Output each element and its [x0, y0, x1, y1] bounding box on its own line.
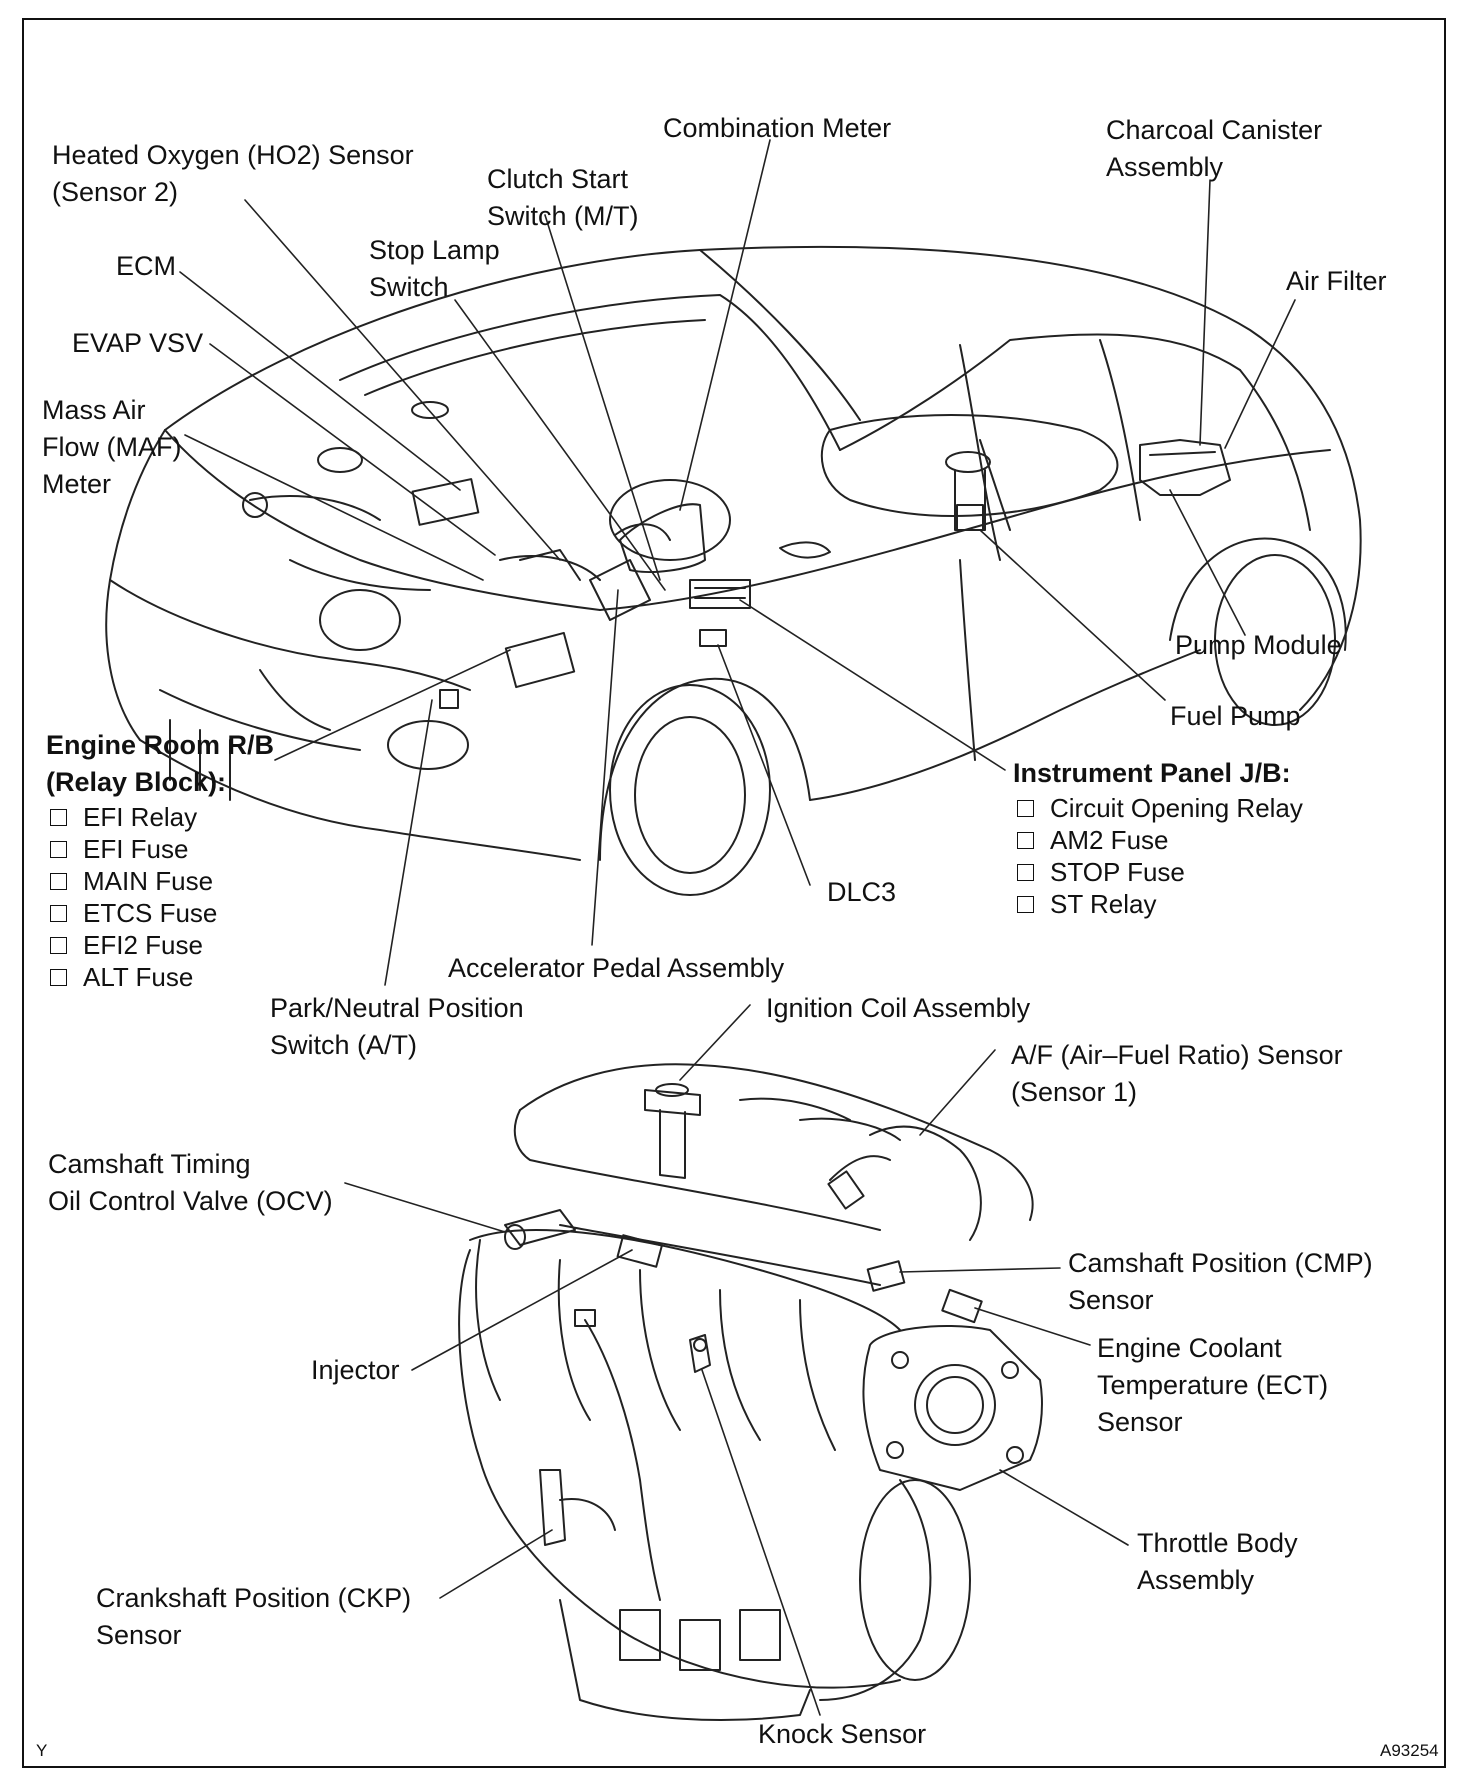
- label-injector: Injector: [311, 1355, 400, 1385]
- engine-room-rb-list: EFI Relay EFI Fuse MAIN Fuse ETCS Fuse E…: [46, 801, 274, 993]
- label-maf-meter: Mass Air Flow (MAF) Meter: [42, 392, 181, 503]
- engine-room-rb-title: Engine Room R/B: [46, 730, 274, 760]
- label-line: Assembly: [1137, 1565, 1255, 1595]
- checkbox-icon: [1017, 799, 1034, 817]
- checkbox-icon: [50, 808, 67, 826]
- label-line: Camshaft Timing: [48, 1149, 251, 1179]
- label-line: Clutch Start: [487, 164, 629, 194]
- leader-lines: [179, 139, 1296, 1716]
- label-line: (Sensor 2): [52, 177, 179, 207]
- label-knock-sensor: Knock Sensor: [758, 1719, 927, 1749]
- label-line: Sensor: [1097, 1407, 1183, 1437]
- checkbox-icon: [50, 968, 67, 986]
- label-air-filter: Air Filter: [1286, 266, 1387, 296]
- instrument-panel-jb-block: Instrument Panel J/B: Circuit Opening Re…: [1013, 755, 1303, 920]
- figure-id: A93254: [1380, 1741, 1439, 1760]
- list-item: EFI Fuse: [46, 833, 274, 865]
- list-item: EFI2 Fuse: [46, 929, 274, 961]
- item-label: Circuit Opening Relay: [1050, 792, 1303, 823]
- checkbox-icon: [50, 840, 67, 858]
- label-combination-meter: Combination Meter: [663, 113, 892, 143]
- engine-room-rb-subtitle: (Relay Block):: [46, 767, 227, 797]
- label-accelerator-pedal: Accelerator Pedal Assembly: [448, 953, 785, 983]
- item-label: EFI2 Fuse: [83, 929, 203, 960]
- label-line: Switch (A/T): [270, 1030, 418, 1060]
- item-label: AM2 Fuse: [1050, 824, 1169, 855]
- list-item: STOP Fuse: [1013, 856, 1303, 888]
- label-af-sensor: A/F (Air–Fuel Ratio) Sensor (Sensor 1): [1011, 1037, 1343, 1111]
- label-dlc3: DLC3: [827, 877, 897, 907]
- label-line: Temperature (ECT): [1097, 1370, 1329, 1400]
- list-item: ST Relay: [1013, 888, 1303, 920]
- label-line: Switch: [369, 272, 449, 302]
- label-line: (Sensor 1): [1011, 1077, 1138, 1107]
- label-line: A/F (Air–Fuel Ratio) Sensor: [1011, 1040, 1343, 1070]
- checkbox-icon: [50, 904, 67, 922]
- item-label: EFI Fuse: [83, 833, 189, 864]
- label-ignition-coil: Ignition Coil Assembly: [766, 993, 1031, 1023]
- label-line: Flow (MAF): [42, 432, 182, 462]
- label-line: Oil Control Valve (OCV): [48, 1186, 333, 1216]
- label-line: Assembly: [1106, 152, 1224, 182]
- label-line: Camshaft Position (CMP): [1068, 1248, 1373, 1278]
- label-line: Throttle Body: [1137, 1528, 1298, 1558]
- engine-room-rb-block: Engine Room R/B (Relay Block): EFI Relay…: [46, 727, 274, 993]
- item-label: EFI Relay: [83, 801, 198, 832]
- checkbox-icon: [50, 936, 67, 954]
- label-line: Sensor: [96, 1620, 182, 1650]
- car-drawing: [105, 245, 1362, 896]
- item-label: STOP Fuse: [1050, 856, 1185, 887]
- list-item: MAIN Fuse: [46, 865, 274, 897]
- checkbox-icon: [1017, 895, 1034, 913]
- label-charcoal-canister: Charcoal Canister Assembly: [1106, 112, 1322, 186]
- label-line: Park/Neutral Position: [270, 993, 524, 1023]
- item-label: ALT Fuse: [83, 961, 194, 992]
- label-line: Crankshaft Position (CKP): [96, 1583, 412, 1613]
- item-label: ST Relay: [1050, 888, 1157, 919]
- label-ect-sensor: Engine Coolant Temperature (ECT) Sensor: [1097, 1330, 1328, 1441]
- label-cmp-sensor: Camshaft Position (CMP) Sensor: [1068, 1245, 1373, 1319]
- label-ckp-sensor: Crankshaft Position (CKP) Sensor: [96, 1580, 411, 1654]
- list-item: ETCS Fuse: [46, 897, 274, 929]
- label-ho2-sensor: Heated Oxygen (HO2) Sensor (Sensor 2): [52, 137, 414, 211]
- label-line: Stop Lamp: [369, 235, 500, 265]
- checkbox-icon: [1017, 863, 1034, 881]
- list-item: AM2 Fuse: [1013, 824, 1303, 856]
- list-item: EFI Relay: [46, 801, 274, 833]
- footer-left-mark: Y: [36, 1741, 48, 1760]
- label-clutch-start-switch: Clutch Start Switch (M/T): [487, 161, 639, 235]
- instrument-panel-jb-list: Circuit Opening Relay AM2 Fuse STOP Fuse…: [1013, 792, 1303, 920]
- label-throttle-body: Throttle Body Assembly: [1137, 1525, 1298, 1599]
- label-park-neutral-switch: Park/Neutral Position Switch (A/T): [270, 990, 524, 1064]
- item-label: ETCS Fuse: [83, 897, 218, 928]
- label-fuel-pump: Fuel Pump: [1170, 701, 1301, 731]
- label-evap-vsv: EVAP VSV: [72, 328, 204, 358]
- instrument-panel-jb-title: Instrument Panel J/B:: [1013, 758, 1291, 788]
- label-line: Mass Air: [42, 395, 146, 425]
- label-pump-module: Pump Module: [1175, 630, 1342, 660]
- engine-drawing: [458, 1063, 1043, 1721]
- label-line: Meter: [42, 469, 112, 499]
- label-line: Charcoal Canister: [1106, 115, 1323, 145]
- label-ecm: ECM: [116, 251, 176, 281]
- checkbox-icon: [50, 872, 67, 890]
- label-line: Engine Coolant: [1097, 1333, 1282, 1363]
- label-line: Sensor: [1068, 1285, 1154, 1315]
- list-item: ALT Fuse: [46, 961, 274, 993]
- label-stop-lamp-switch: Stop Lamp Switch: [369, 232, 500, 306]
- label-line: Heated Oxygen (HO2) Sensor: [52, 140, 414, 170]
- list-item: Circuit Opening Relay: [1013, 792, 1303, 824]
- label-line: Switch (M/T): [487, 201, 639, 231]
- checkbox-icon: [1017, 831, 1034, 849]
- label-ocv: Camshaft Timing Oil Control Valve (OCV): [48, 1146, 333, 1220]
- figure-frame: [22, 18, 1446, 1768]
- item-label: MAIN Fuse: [83, 865, 214, 896]
